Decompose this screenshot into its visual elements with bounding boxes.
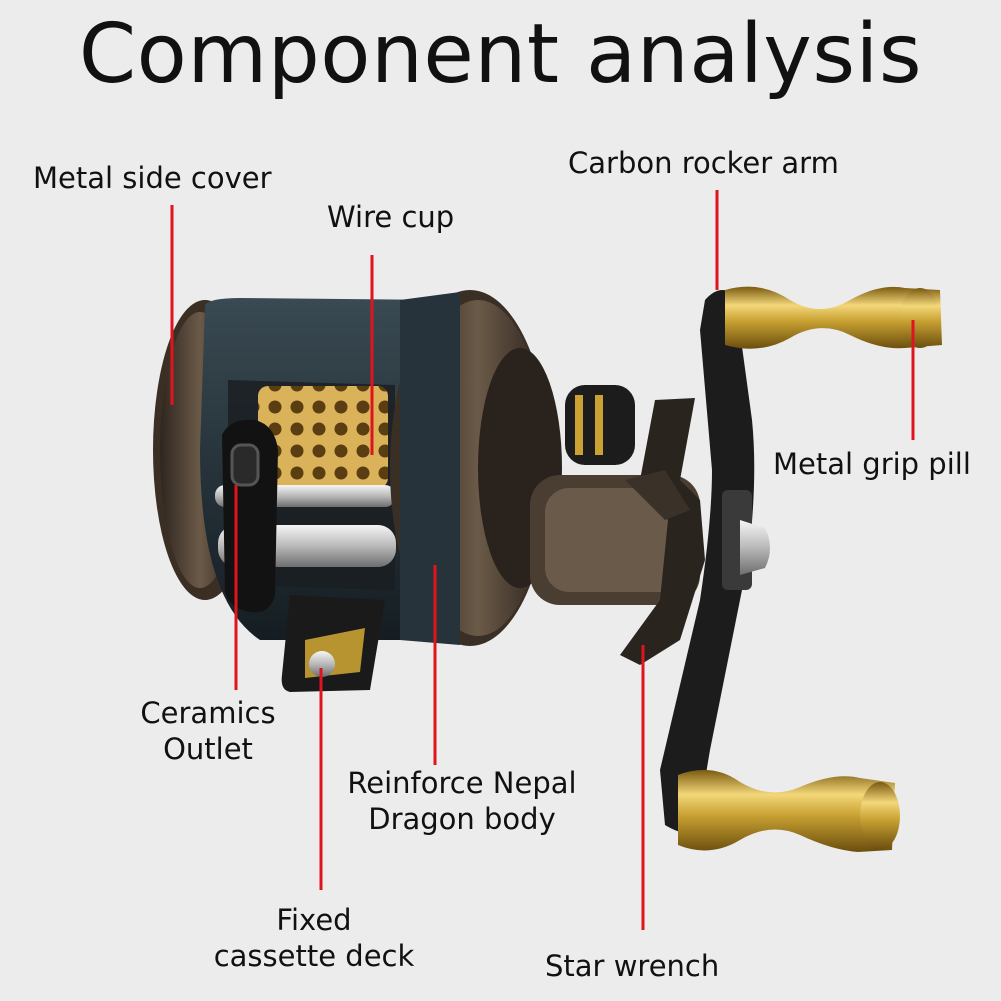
wire-cup-shape: [258, 386, 388, 488]
label-fixed-cassette-deck: Fixed cassette deck: [196, 902, 432, 974]
label-ceramics-outlet-line2: Outlet: [163, 732, 253, 766]
page-title: Component analysis: [78, 7, 923, 102]
label-wire-cup: Wire cup: [327, 200, 455, 234]
grip-pill-shapes: [678, 286, 942, 852]
frame-shape: [390, 290, 562, 646]
label-carbon-rocker-arm: Carbon rocker arm: [568, 146, 839, 180]
label-reinforce-body-line1: Reinforce Nepal: [347, 766, 577, 800]
star-wrench-shape: [620, 398, 705, 665]
label-fixed-deck-line1: Fixed: [276, 903, 352, 937]
label-metal-grip-pill: Metal grip pill: [773, 447, 971, 481]
label-fixed-deck-line2: cassette deck: [213, 939, 415, 973]
label-ceramics-outlet: Ceramics Outlet: [128, 695, 288, 767]
gear-housing-shape: [530, 385, 700, 605]
ceramics-outlet-shape: [222, 419, 278, 613]
label-reinforce-body-line2: Dragon body: [368, 802, 556, 836]
label-metal-side-cover: Metal side cover: [33, 161, 272, 195]
rocker-arm-shape: [660, 290, 770, 834]
label-star-wrench: Star wrench: [545, 949, 720, 983]
fixed-deck-shape: [281, 595, 385, 692]
label-ceramics-outlet-line1: Ceramics: [140, 696, 276, 730]
label-reinforce-body: Reinforce Nepal Dragon body: [330, 765, 594, 837]
